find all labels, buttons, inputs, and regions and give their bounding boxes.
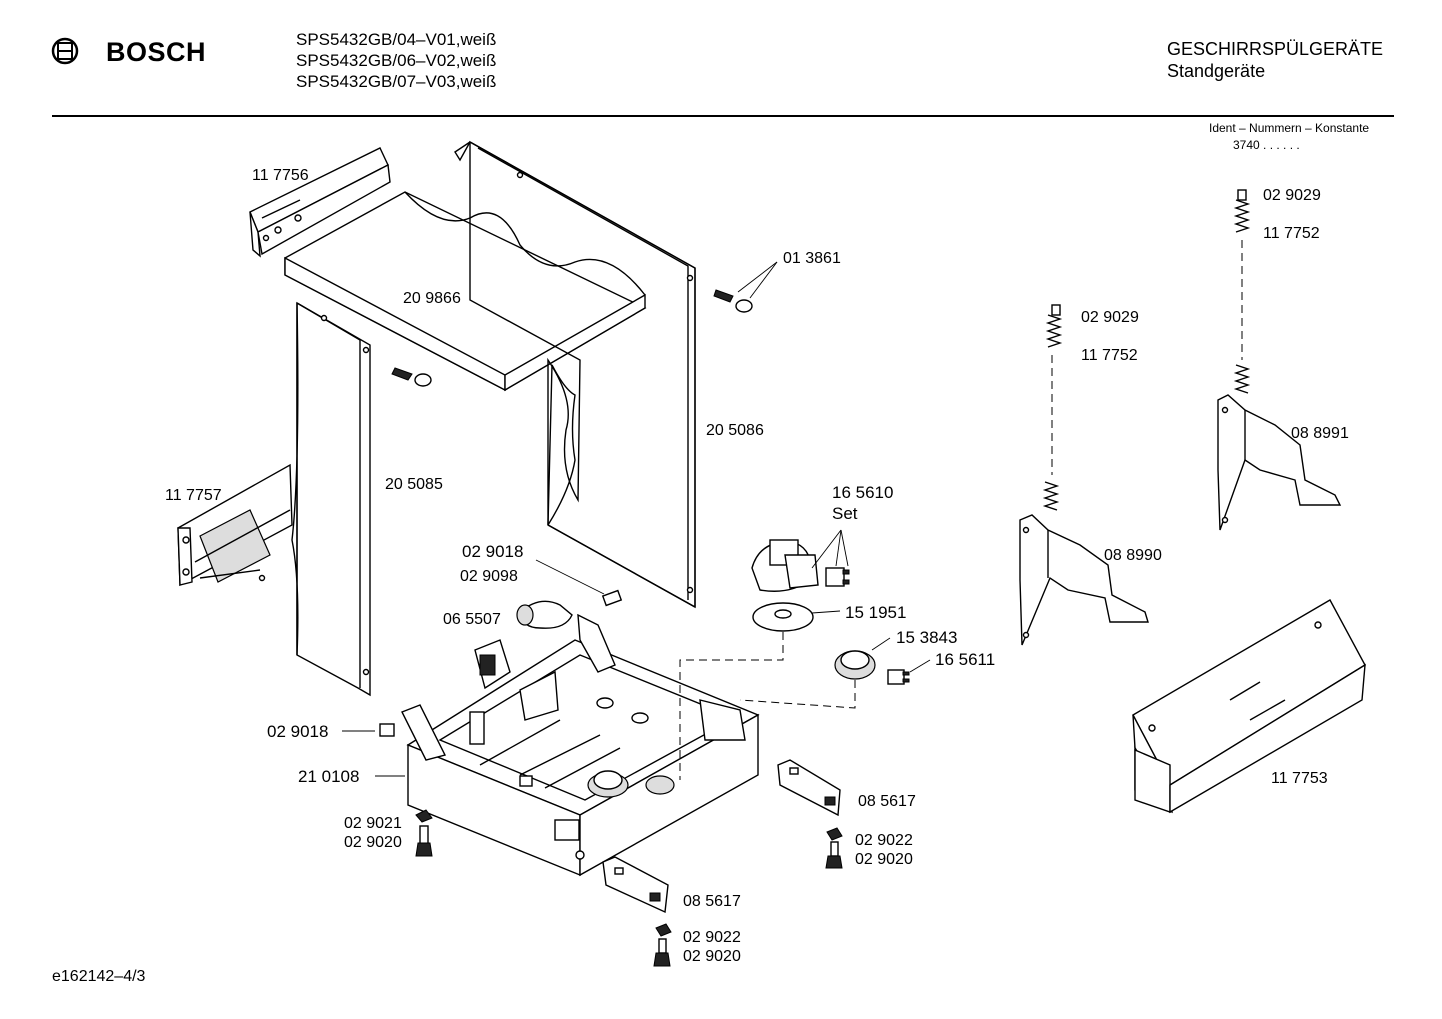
label-117752-a: 11 7752 [1263,225,1320,242]
label-117752-b: 11 7752 [1081,347,1138,364]
part-valve-parts [342,559,623,777]
label-210108: 21 0108 [298,767,360,786]
part-membrane-151951 [752,602,841,632]
part-foot-rail-085617b [602,856,672,967]
label-029020-a: 02 9020 [344,834,402,851]
part-feet-left [415,809,433,857]
label-088991: 08 8991 [1291,425,1349,442]
label-165611: 16 5611 [935,650,996,669]
part-side-panel-205085 [291,301,371,697]
model-line-1: SPS5432GB/04–V01,weiß [296,30,497,49]
label-151951: 15 1951 [845,603,907,622]
label-205085: 20 5085 [385,476,443,493]
ident-value: 3740 . . . . . . [1233,138,1300,152]
label-085617-a: 08 5617 [858,793,916,810]
label-165610: 16 5610 [832,483,894,502]
part-hinge-springs-117752a [1217,189,1342,531]
header-divider [52,115,1394,117]
label-029022-a: 02 9022 [855,832,913,849]
part-rail-117756 [249,147,391,258]
label-209866: 20 9866 [403,290,461,307]
label-029020-c: 02 9020 [683,948,741,965]
label-029021: 02 9021 [344,815,402,832]
label-029020-b: 02 9020 [855,851,913,868]
label-029018-a: 02 9018 [462,542,524,561]
part-screw-013861 [391,261,778,387]
document-id: e162142–4/3 [52,968,146,985]
label-029018-b: 02 9018 [267,722,329,741]
bosch-armature-icon [51,37,79,65]
model-line-2: SPS5432GB/06–V02,weiß [296,51,497,70]
part-base-210108 [401,613,760,877]
brand-name: BOSCH [106,37,207,67]
subcategory-title: Standgeräte [1167,61,1266,81]
label-085617-b: 08 5617 [683,893,741,910]
part-chamber-153843 [834,637,891,680]
part-connector-165611 [887,659,931,685]
label-117753: 11 7753 [1271,770,1328,787]
part-hinge-springs-117752b [1019,304,1149,646]
label-029098: 02 9098 [460,568,518,585]
label-029029-a: 02 9029 [1263,187,1321,204]
label-029029-b: 02 9029 [1081,309,1139,326]
part-foot-rail-085617a [777,759,843,869]
label-205086: 20 5086 [706,422,764,439]
category-title: GESCHIRRSPÜLGERÄTE [1167,39,1384,59]
label-013861: 01 3861 [783,250,841,267]
part-worktop-209866 [284,191,647,392]
ident-label: Ident – Nummern – Konstante [1209,121,1370,135]
label-117756: 11 7756 [252,167,309,184]
part-plinth-117753 [1132,599,1366,814]
label-117757: 11 7757 [165,487,222,504]
label-088990: 08 8990 [1104,547,1162,564]
bosch-logo [50,36,80,66]
model-line-3: SPS5432GB/07–V03,weiß [296,72,497,91]
part-back-panel-205086 [454,140,696,609]
part-pressure-switch-165610 [751,529,850,592]
label-065507: 06 5507 [443,611,501,628]
label-165610-set: Set [832,504,858,523]
part-rail-117757 [177,463,293,587]
label-029022-b: 02 9022 [683,929,741,946]
label-153843: 15 3843 [896,628,958,647]
